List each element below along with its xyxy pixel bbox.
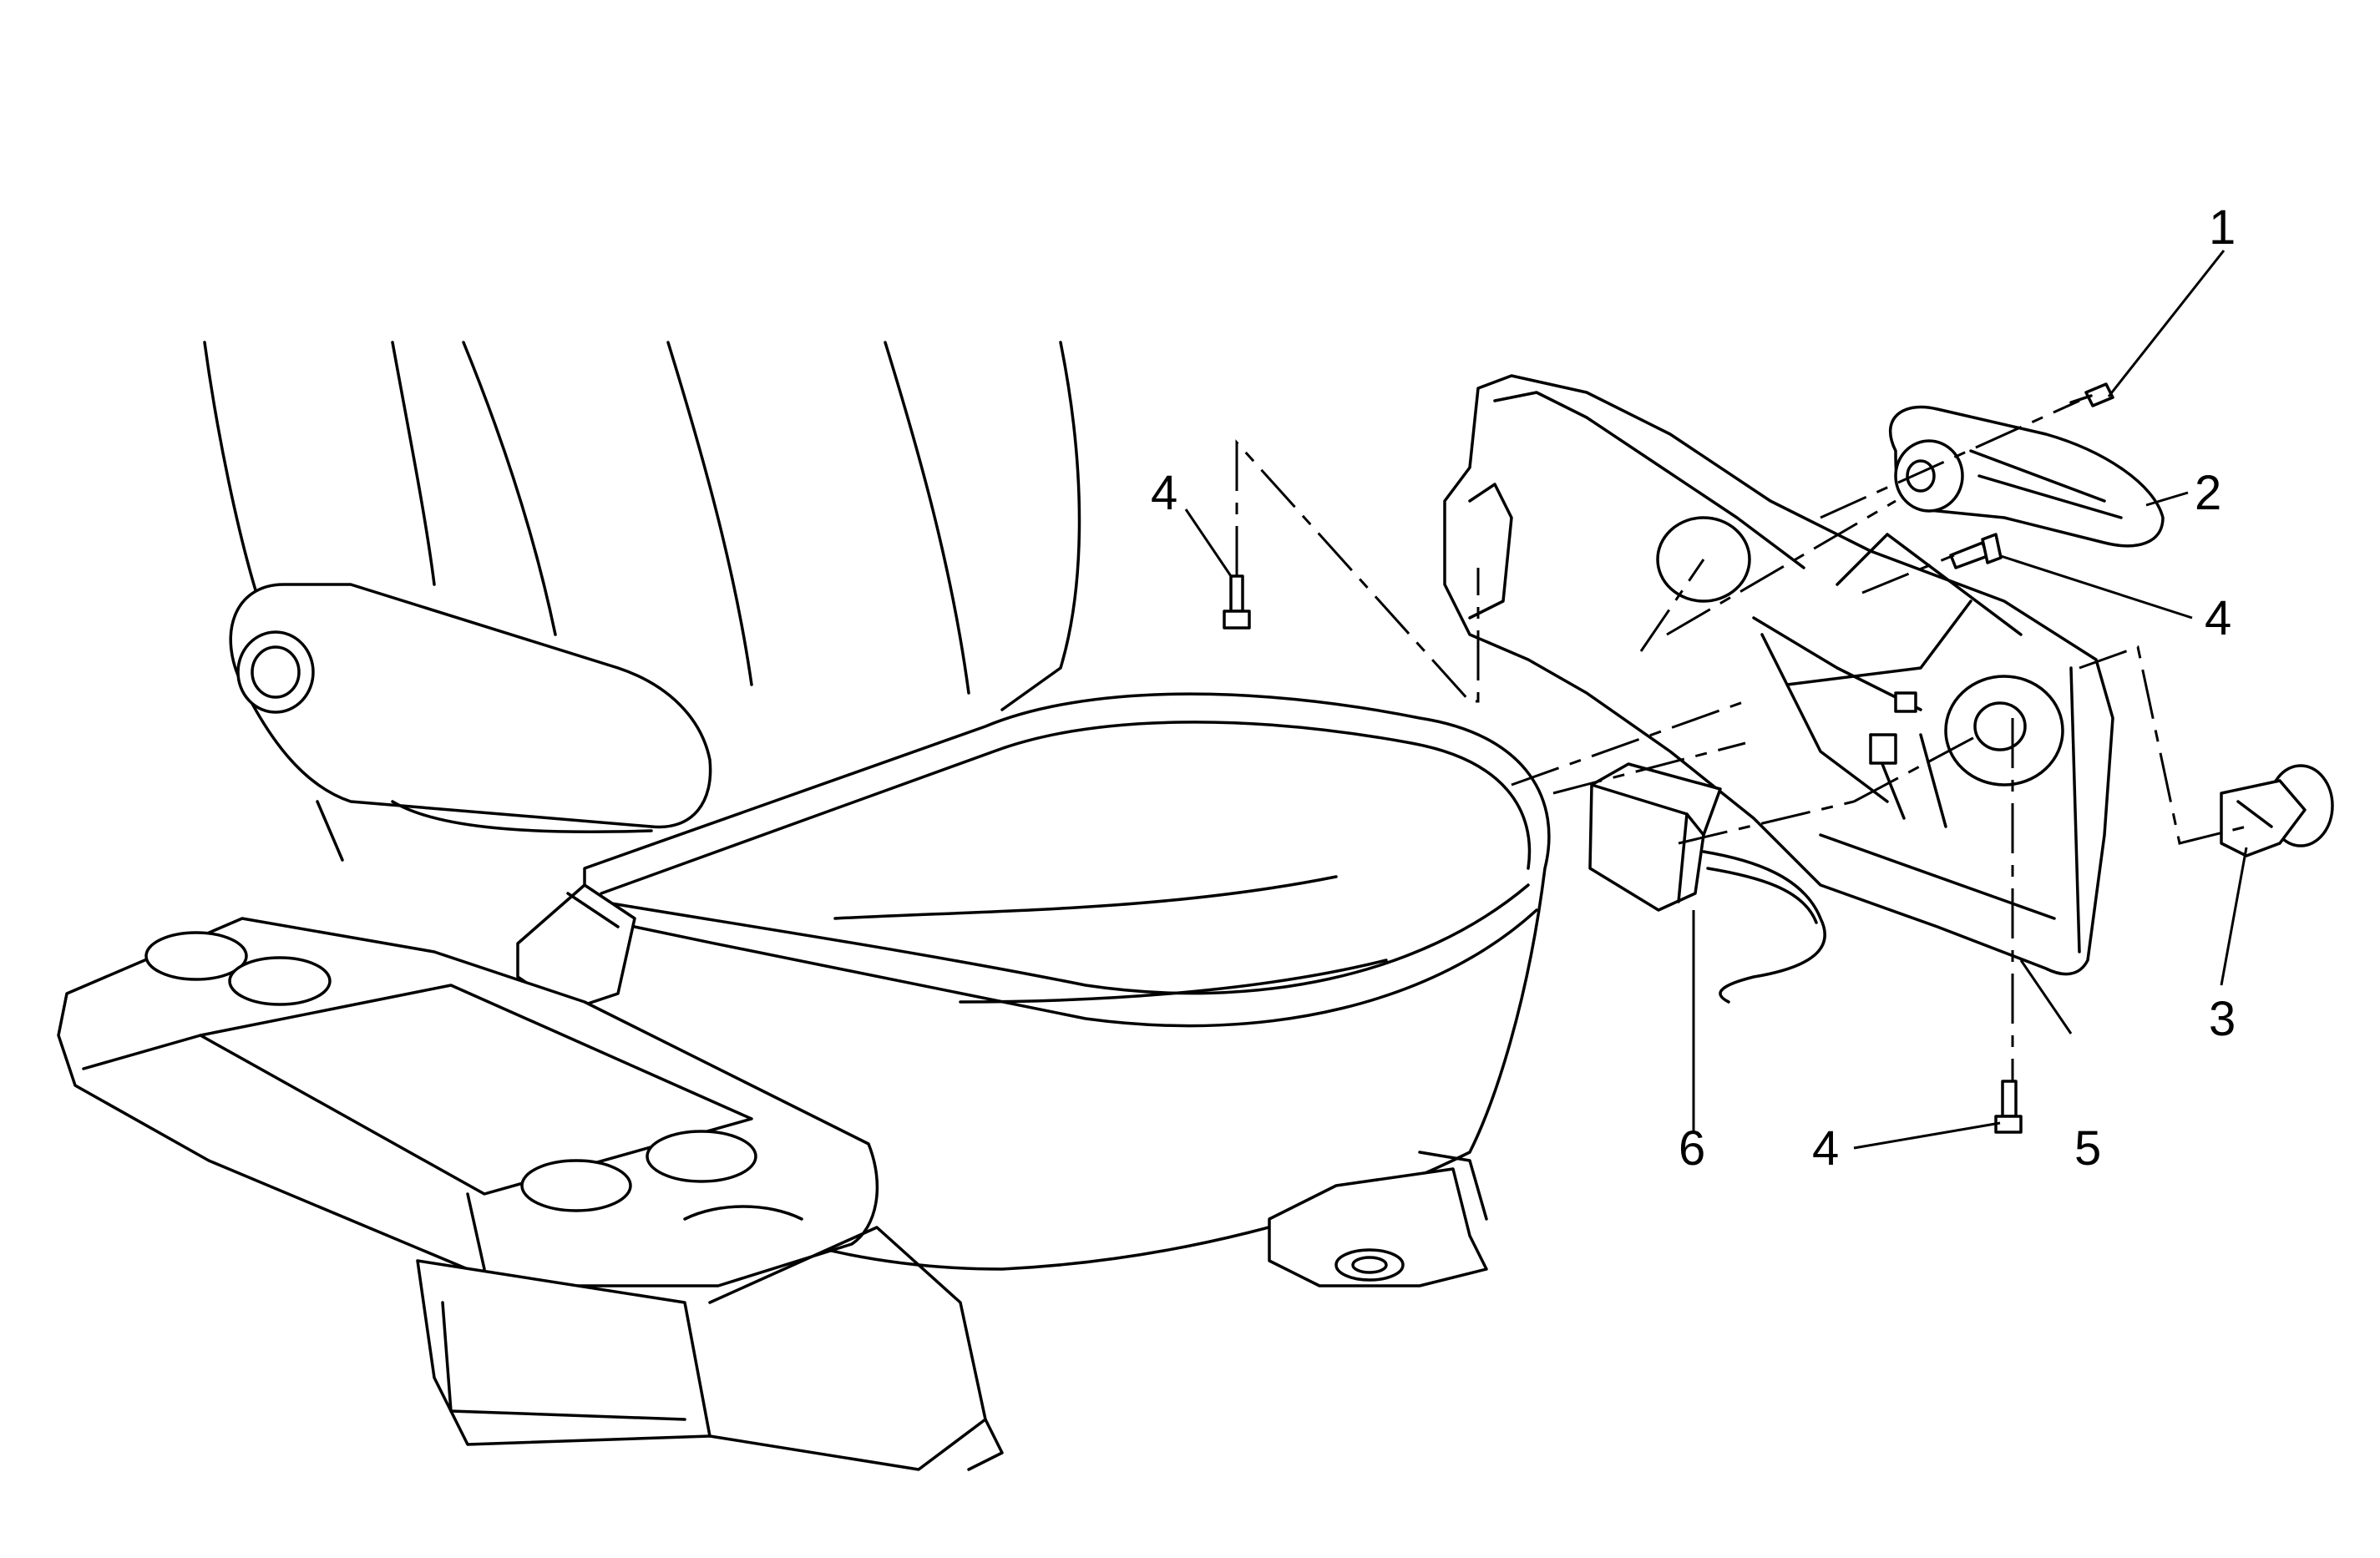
armrest (229, 583, 712, 862)
seat-base (1268, 1151, 1488, 1287)
callout-6: 6 (1679, 1121, 1705, 1176)
buckle (516, 883, 636, 1012)
console-tray (57, 917, 1004, 1471)
handle-2 (1889, 405, 2165, 548)
bolt-4-top (1223, 574, 1251, 630)
callout-2: 2 (2195, 466, 2221, 520)
screw-4-right (1949, 533, 2003, 569)
module-6 (1588, 762, 1826, 1004)
callout-1: 1 (2209, 200, 2236, 255)
callout-4-bottom: 4 (1812, 1121, 1839, 1176)
callout-5: 5 (2074, 1121, 2101, 1176)
leader-lines (1184, 250, 2248, 1150)
callout-3: 3 (2209, 992, 2236, 1046)
assembly-lines (1235, 399, 2247, 1081)
callout-labels: 1 2 4 4 3 4 6 5 (1151, 200, 2236, 1176)
callout-4-top: 4 (1151, 466, 1177, 520)
screw-1 (2069, 382, 2114, 407)
bolt-4-bottom (1994, 1080, 2023, 1134)
seat-back (203, 341, 1081, 711)
clip-3 (2220, 764, 2334, 857)
callout-4-right: 4 (2205, 591, 2231, 645)
side-panel-5 (1443, 374, 2114, 976)
